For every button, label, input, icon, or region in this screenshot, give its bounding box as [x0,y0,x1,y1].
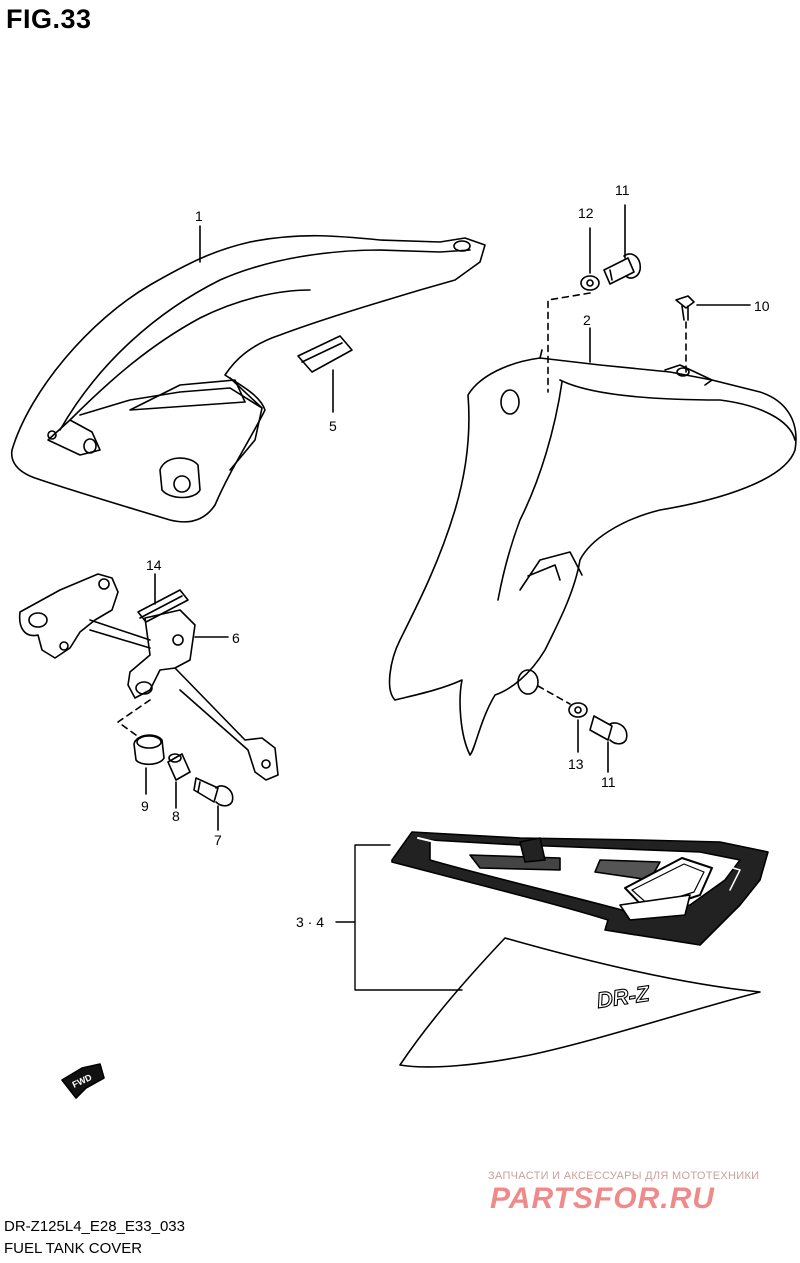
part-5-pad [297,335,353,373]
watermark-brand: PARTSFOR.RU [490,1182,715,1215]
callout-5: 5 [329,418,337,434]
figure-title: FIG.33 [6,4,92,34]
part-2-shroud [388,349,797,756]
callout-9: 9 [141,798,149,814]
part-13-washer [568,702,588,718]
part-9-grommet [133,734,165,766]
callout-2: 2 [583,312,591,328]
part-7-bolt [193,777,234,807]
part-8-collar [167,753,191,781]
callout-8: 8 [172,808,180,824]
callout-11-top: 11 [615,182,630,198]
watermark-tagline: ЗАПЧАСТИ И АКСЕССУАРЫ ДЛЯ МОТОТЕХНИКИ [488,1170,760,1182]
callout-11-bottom: 11 [601,774,616,790]
callout-12: 12 [578,205,594,221]
callout-10: 10 [754,298,770,314]
callout-6: 6 [232,630,240,646]
part-4-decal-drz [399,937,761,1068]
part-11-bolt-top [603,253,642,285]
part-12-washer [580,275,600,291]
figure-name: FUEL TANK COVER [4,1240,143,1257]
callout-13: 13 [568,756,584,772]
part-3-decal-camo [391,831,769,946]
decal-text: DR-Z [595,981,652,1013]
part-11-bolt-bottom [589,715,628,745]
callout-14: 14 [146,557,162,573]
callout-7: 7 [214,832,222,848]
part-14-pad [137,589,189,623]
part-10-clip [675,295,695,321]
fwd-arrow-icon [61,1063,105,1099]
figure-code: DR-Z125L4_E28_E33_033 [4,1218,185,1235]
part-1-shroud [10,234,486,523]
part-6-bracket [18,573,279,781]
callout-1: 1 [195,208,203,224]
callout-3-4: 3 · 4 [296,914,325,930]
